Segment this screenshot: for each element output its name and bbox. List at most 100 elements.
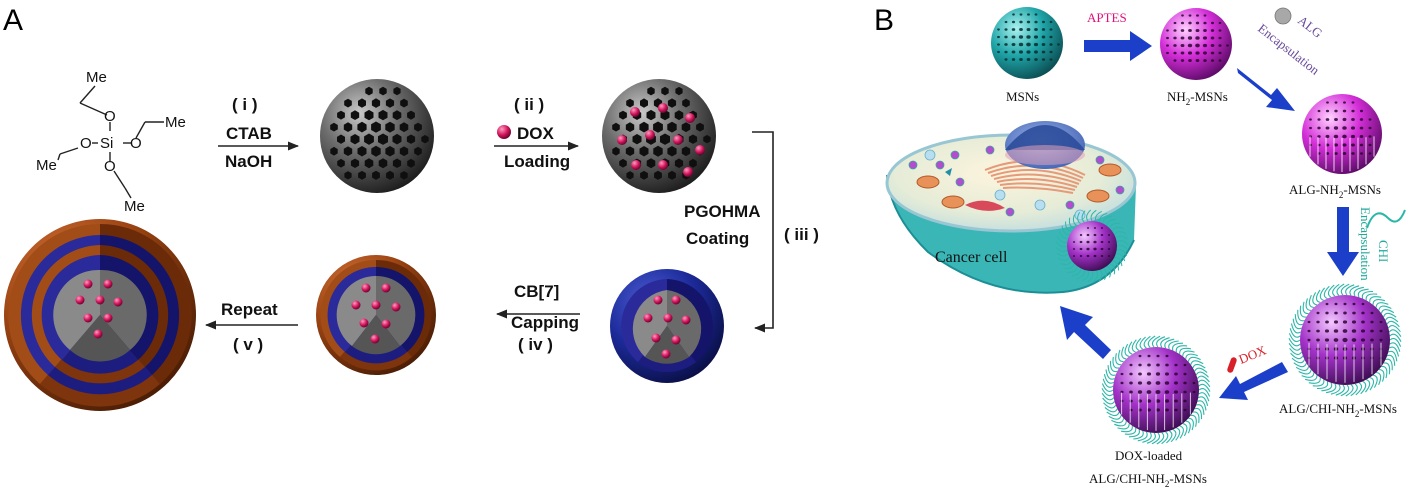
golgi xyxy=(965,200,1005,211)
pore xyxy=(1156,408,1160,412)
internalized-nanoparticle xyxy=(950,150,960,160)
pore xyxy=(1033,35,1039,39)
chi-fiber xyxy=(1192,363,1206,369)
pore xyxy=(1203,51,1207,55)
chi-fiber xyxy=(1115,235,1128,240)
chi-fiber xyxy=(1102,215,1113,224)
chi-fiber xyxy=(1288,333,1301,343)
chi-fiber xyxy=(1105,369,1115,380)
pore xyxy=(1210,36,1215,40)
panel-a: A Me O O Si O Me O Me Me ( i xyxy=(3,4,819,411)
pore xyxy=(1180,51,1185,55)
pore xyxy=(1019,58,1023,61)
pore xyxy=(1343,311,1347,315)
chi-fiber xyxy=(1102,397,1115,405)
chi-fiber xyxy=(1124,343,1130,357)
chi-fiber xyxy=(1383,362,1391,375)
chi-fiber xyxy=(1316,381,1329,390)
chi-fiber xyxy=(1166,430,1173,444)
chi-fiber xyxy=(1128,341,1133,355)
pore xyxy=(612,146,620,156)
pore xyxy=(1317,126,1321,130)
pore xyxy=(392,158,402,168)
pore xyxy=(1342,152,1347,155)
pore xyxy=(1359,118,1364,121)
pore xyxy=(1100,240,1104,244)
dox-particle xyxy=(83,279,93,289)
pore xyxy=(1325,143,1330,147)
pore xyxy=(1210,29,1215,32)
pore xyxy=(1011,28,1016,31)
pore xyxy=(1174,372,1178,376)
alg-reagent-label: ALG xyxy=(1295,13,1325,41)
pore xyxy=(1334,101,1338,104)
panel-b-letter: B xyxy=(874,4,894,37)
pore xyxy=(1334,311,1338,315)
chi-fiber xyxy=(1124,427,1137,435)
chi-fiber xyxy=(1386,320,1400,328)
pore xyxy=(1164,399,1170,403)
pore xyxy=(1334,302,1338,306)
pore xyxy=(400,98,408,108)
pore xyxy=(1174,363,1178,367)
pore xyxy=(1307,338,1311,342)
pore xyxy=(612,122,620,132)
pore xyxy=(1086,240,1090,244)
pore xyxy=(1334,117,1338,122)
chi-fiber xyxy=(1109,360,1118,373)
pore xyxy=(1326,101,1329,104)
chi-fiber xyxy=(1302,301,1309,315)
si-label: Si xyxy=(100,135,113,152)
pore xyxy=(392,133,402,145)
pore xyxy=(640,98,648,108)
chi-fiber xyxy=(1340,283,1350,296)
pore xyxy=(1187,51,1193,55)
chi-fiber xyxy=(1364,379,1371,393)
endoplasmic-reticulum xyxy=(996,177,1078,188)
vesicle xyxy=(924,149,936,161)
chi-fiber xyxy=(1308,294,1314,309)
pore xyxy=(1351,109,1355,113)
chi-fiber xyxy=(1115,253,1126,262)
pore xyxy=(1350,126,1356,130)
pore xyxy=(1351,101,1355,104)
chi-fiber xyxy=(1161,431,1169,445)
pore xyxy=(1368,143,1372,147)
chi-fiber xyxy=(1389,342,1401,352)
me-label-bottom: Me xyxy=(124,198,145,215)
pore xyxy=(1018,50,1024,54)
o-label-right: O xyxy=(130,135,142,152)
chi-fiber xyxy=(1146,432,1156,444)
chi-fiber xyxy=(1305,298,1312,311)
chi-fiber xyxy=(1156,336,1166,348)
dox-particle xyxy=(75,295,85,305)
chi-fiber xyxy=(1308,377,1321,384)
chi-fiber xyxy=(1319,287,1326,301)
pore xyxy=(646,109,656,121)
chi-fiber xyxy=(1175,345,1188,353)
step-i-reagent-naoh: NaOH xyxy=(225,152,272,171)
pore xyxy=(1343,101,1346,104)
pore xyxy=(1333,126,1339,130)
chi-fiber xyxy=(1061,225,1070,236)
pore xyxy=(1041,35,1046,39)
pore xyxy=(661,86,669,96)
pore xyxy=(1004,28,1008,31)
pore xyxy=(1107,234,1111,236)
chi-fiber xyxy=(1345,384,1354,397)
chi-fiber xyxy=(1383,312,1397,318)
alg-bead-icon xyxy=(1274,7,1292,25)
pore xyxy=(1049,58,1053,61)
chi-fiber xyxy=(1101,383,1114,392)
pore xyxy=(626,98,634,108)
step-ii-reagent-dox: DOX xyxy=(517,124,555,143)
pore xyxy=(1174,408,1178,412)
pore xyxy=(1370,320,1374,324)
dox-loaded-sphere xyxy=(602,79,716,193)
chi-fiber xyxy=(1190,414,1197,427)
pore xyxy=(997,28,1000,31)
chi-fiber xyxy=(1312,379,1325,387)
internalized-nanoparticle xyxy=(908,160,918,170)
chi-fiber xyxy=(1185,420,1191,434)
chi-fiber xyxy=(1108,415,1122,420)
